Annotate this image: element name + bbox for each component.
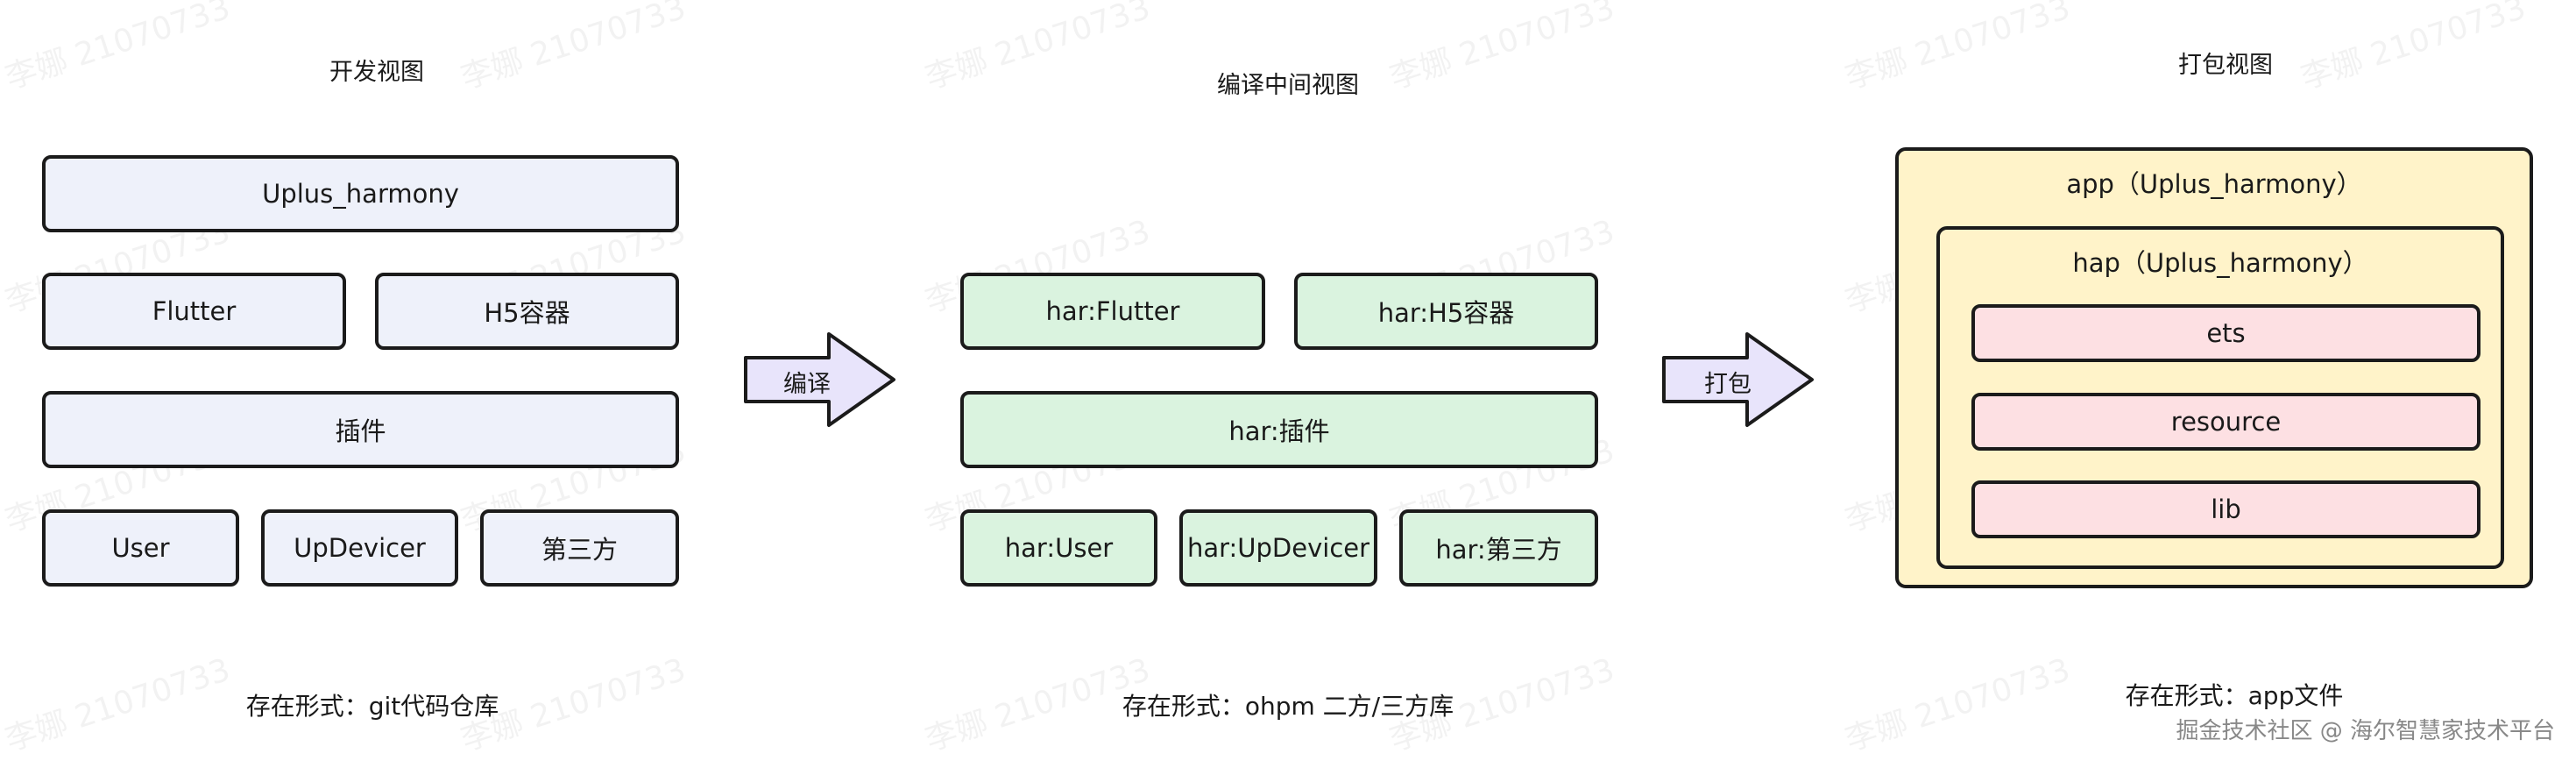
dev-box-third-party: 第三方 bbox=[480, 509, 679, 587]
dev-box-flutter: Flutter bbox=[42, 273, 346, 350]
pack-item-ets: ets bbox=[1971, 304, 2480, 362]
watermark: 李娜 21070733 bbox=[456, 0, 690, 97]
pack-view-title: 打包视图 bbox=[2178, 52, 2273, 79]
compile-box-har-flutter: har:Flutter bbox=[960, 273, 1265, 350]
dev-box-plugin: 插件 bbox=[42, 391, 679, 468]
compile-box-har-third-party: har:第三方 bbox=[1399, 509, 1598, 587]
compile-arrow-label: 编译 bbox=[783, 371, 831, 398]
credit-text: 掘金技术社区 @ 海尔智慧家技术平台 bbox=[2176, 718, 2555, 744]
hap-container-label: hap（Uplus_harmony） bbox=[2072, 248, 2368, 278]
pack-item-resource: resource bbox=[1971, 393, 2480, 451]
dev-view-caption: 存在形式：git代码仓库 bbox=[245, 692, 499, 721]
compile-view-title: 编译中间视图 bbox=[1217, 72, 1359, 99]
compile-arrow bbox=[744, 332, 895, 427]
pack-arrow-label: 打包 bbox=[1704, 371, 1752, 398]
compile-box-har-user: har:User bbox=[960, 509, 1157, 587]
compile-box-har-h5-container: har:H5容器 bbox=[1294, 273, 1598, 350]
watermark: 李娜 21070733 bbox=[1841, 0, 2075, 97]
pack-arrow bbox=[1662, 332, 1814, 427]
watermark: 李娜 21070733 bbox=[1, 0, 235, 97]
watermark: 李娜 21070733 bbox=[1841, 651, 2075, 759]
pack-item-lib: lib bbox=[1971, 480, 2480, 538]
dev-box-uplus-harmony: Uplus_harmony bbox=[42, 155, 679, 232]
dev-box-h5-container: H5容器 bbox=[375, 273, 679, 350]
watermark: 李娜 21070733 bbox=[921, 0, 1155, 97]
dev-box-user: User bbox=[42, 509, 239, 587]
pack-view-caption: 存在形式：app文件 bbox=[2125, 681, 2344, 710]
compile-view-caption: 存在形式：ohpm 二方/三方库 bbox=[1122, 692, 1454, 721]
compile-box-har-updevicer: har:UpDevicer bbox=[1179, 509, 1377, 587]
app-container-label: app（Uplus_harmony） bbox=[2066, 169, 2362, 199]
compile-box-har-plugin: har:插件 bbox=[960, 391, 1598, 468]
dev-box-updevicer: UpDevicer bbox=[261, 509, 458, 587]
watermark: 李娜 21070733 bbox=[2296, 0, 2530, 97]
dev-view-title: 开发视图 bbox=[329, 59, 424, 86]
